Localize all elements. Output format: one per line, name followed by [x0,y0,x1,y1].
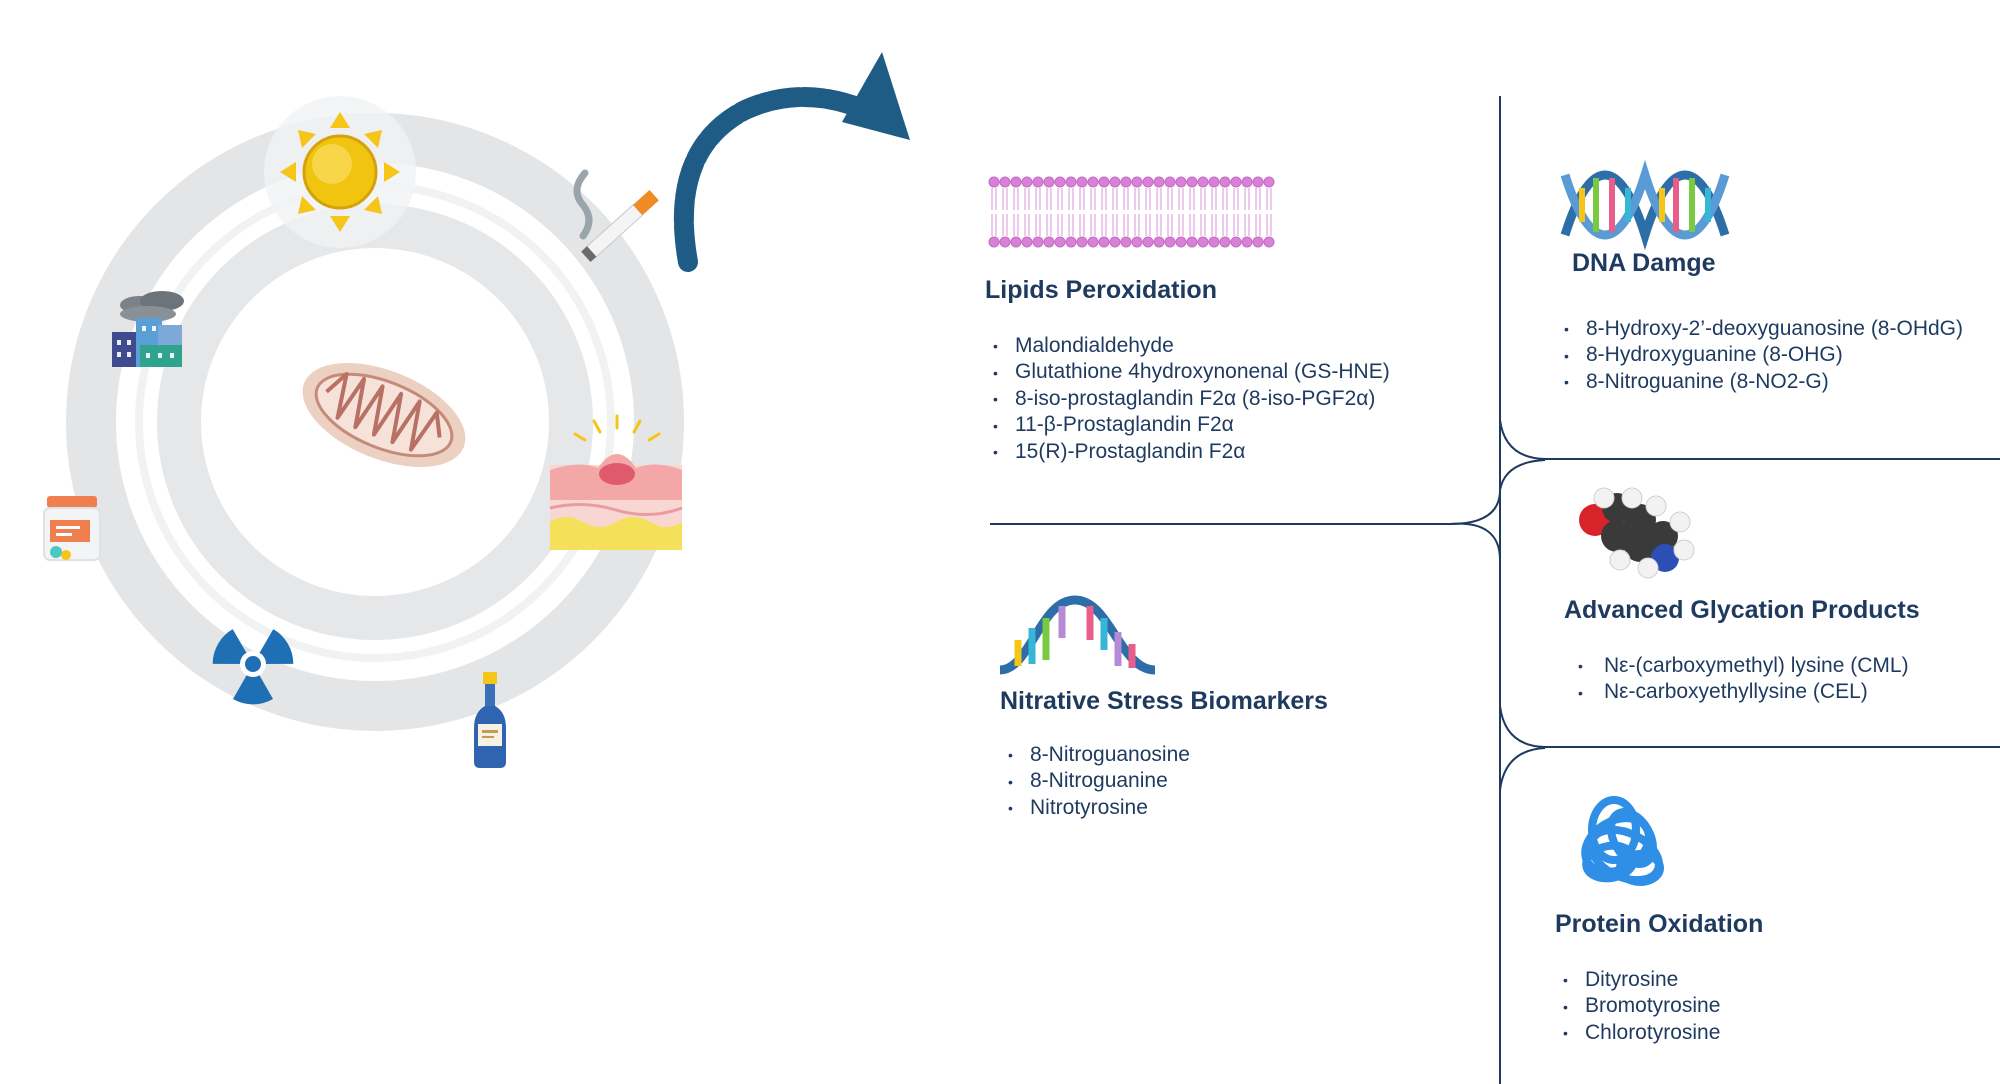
radiation-icon [212,629,294,705]
section-title: Lipids Peroxidation [985,276,1217,304]
molecule-icon [1579,487,1695,579]
list-item: 15(R)-Prostaglandin F2α [985,439,1390,465]
sun-icon [264,96,416,248]
nitrative-stress-section: Nitrative Stress Biomarkers 8-Nitroguano… [1000,687,1328,821]
section-title: Advanced Glycation Products [1564,596,1920,624]
biomarker-list: 8-Nitroguanosine 8-Nitroguanine Nitrotyr… [1000,742,1328,821]
biomarker-list: 8-Hydroxy-2’-deoxyguanosine (8-OHdG) 8-H… [1556,316,1963,395]
biomarker-list: Nε-(carboxymethyl) lysine (CML) Nε-carbo… [1564,653,1920,706]
protein-coil-icon [1581,796,1664,886]
section-title: Protein Oxidation [1555,910,1764,938]
list-item: Glutathione 4hydroxynonenal (GS-HNE) [985,359,1390,385]
list-item: Chlorotyrosine [1555,1020,1763,1046]
rna-strand-icon [999,595,1156,675]
medicine-jar-icon [43,496,101,561]
biomarker-list: Dityrosine Bromotyrosine Chlorotyrosine [1555,967,1763,1046]
protein-oxidation-section: Protein Oxidation Dityrosine Bromotyrosi… [1555,910,1763,1046]
inflamed-skin-icon [549,414,683,550]
list-item: 8-Hydroxy-2’-deoxyguanosine (8-OHdG) [1556,316,1963,342]
mitochondrion-icon [302,363,466,467]
list-item: 8-iso-prostaglandin F2α (8-iso-PGF2α) [985,386,1390,412]
lipids-peroxidation-section: Lipids Peroxidation Malondialdehyde Glut… [985,276,1390,465]
list-item: Nitrotyrosine [1000,795,1328,821]
list-item: Malondialdehyde [985,333,1390,359]
factory-icon [112,291,184,367]
list-item: 8-Hydroxyguanine (8-OHG) [1556,342,1963,368]
list-item: 8-Nitroguanine (8-NO2-G) [1556,369,1963,395]
curved-arrow [673,52,910,272]
list-item: Bromotyrosine [1555,993,1763,1019]
list-item: Nε-carboxyethyllysine (CEL) [1564,679,1920,705]
biomarker-list: Malondialdehyde Glutathione 4hydroxynone… [985,333,1390,465]
alcohol-bottle-icon [474,672,506,768]
list-item: Dityrosine [1555,967,1763,993]
section-title: DNA Damge [1572,249,1716,277]
cigarette-icon [573,169,659,262]
dna-helix-icon [1560,159,1730,251]
dna-damage-section: DNA Damge 8-Hydroxy-2’-deoxyguanosine (8… [1572,249,1963,395]
list-item: 11-β-Prostaglandin F2α [985,412,1390,438]
lipid-bilayer-icon [988,176,1275,248]
list-item: Nε-(carboxymethyl) lysine (CML) [1564,653,1920,679]
list-item: 8-Nitroguanine [1000,768,1328,794]
section-title: Nitrative Stress Biomarkers [1000,687,1328,715]
advanced-glycation-section: Advanced Glycation Products Nε-(carboxym… [1564,596,1920,706]
list-item: 8-Nitroguanosine [1000,742,1328,768]
section-connector-lines [990,96,2000,1084]
